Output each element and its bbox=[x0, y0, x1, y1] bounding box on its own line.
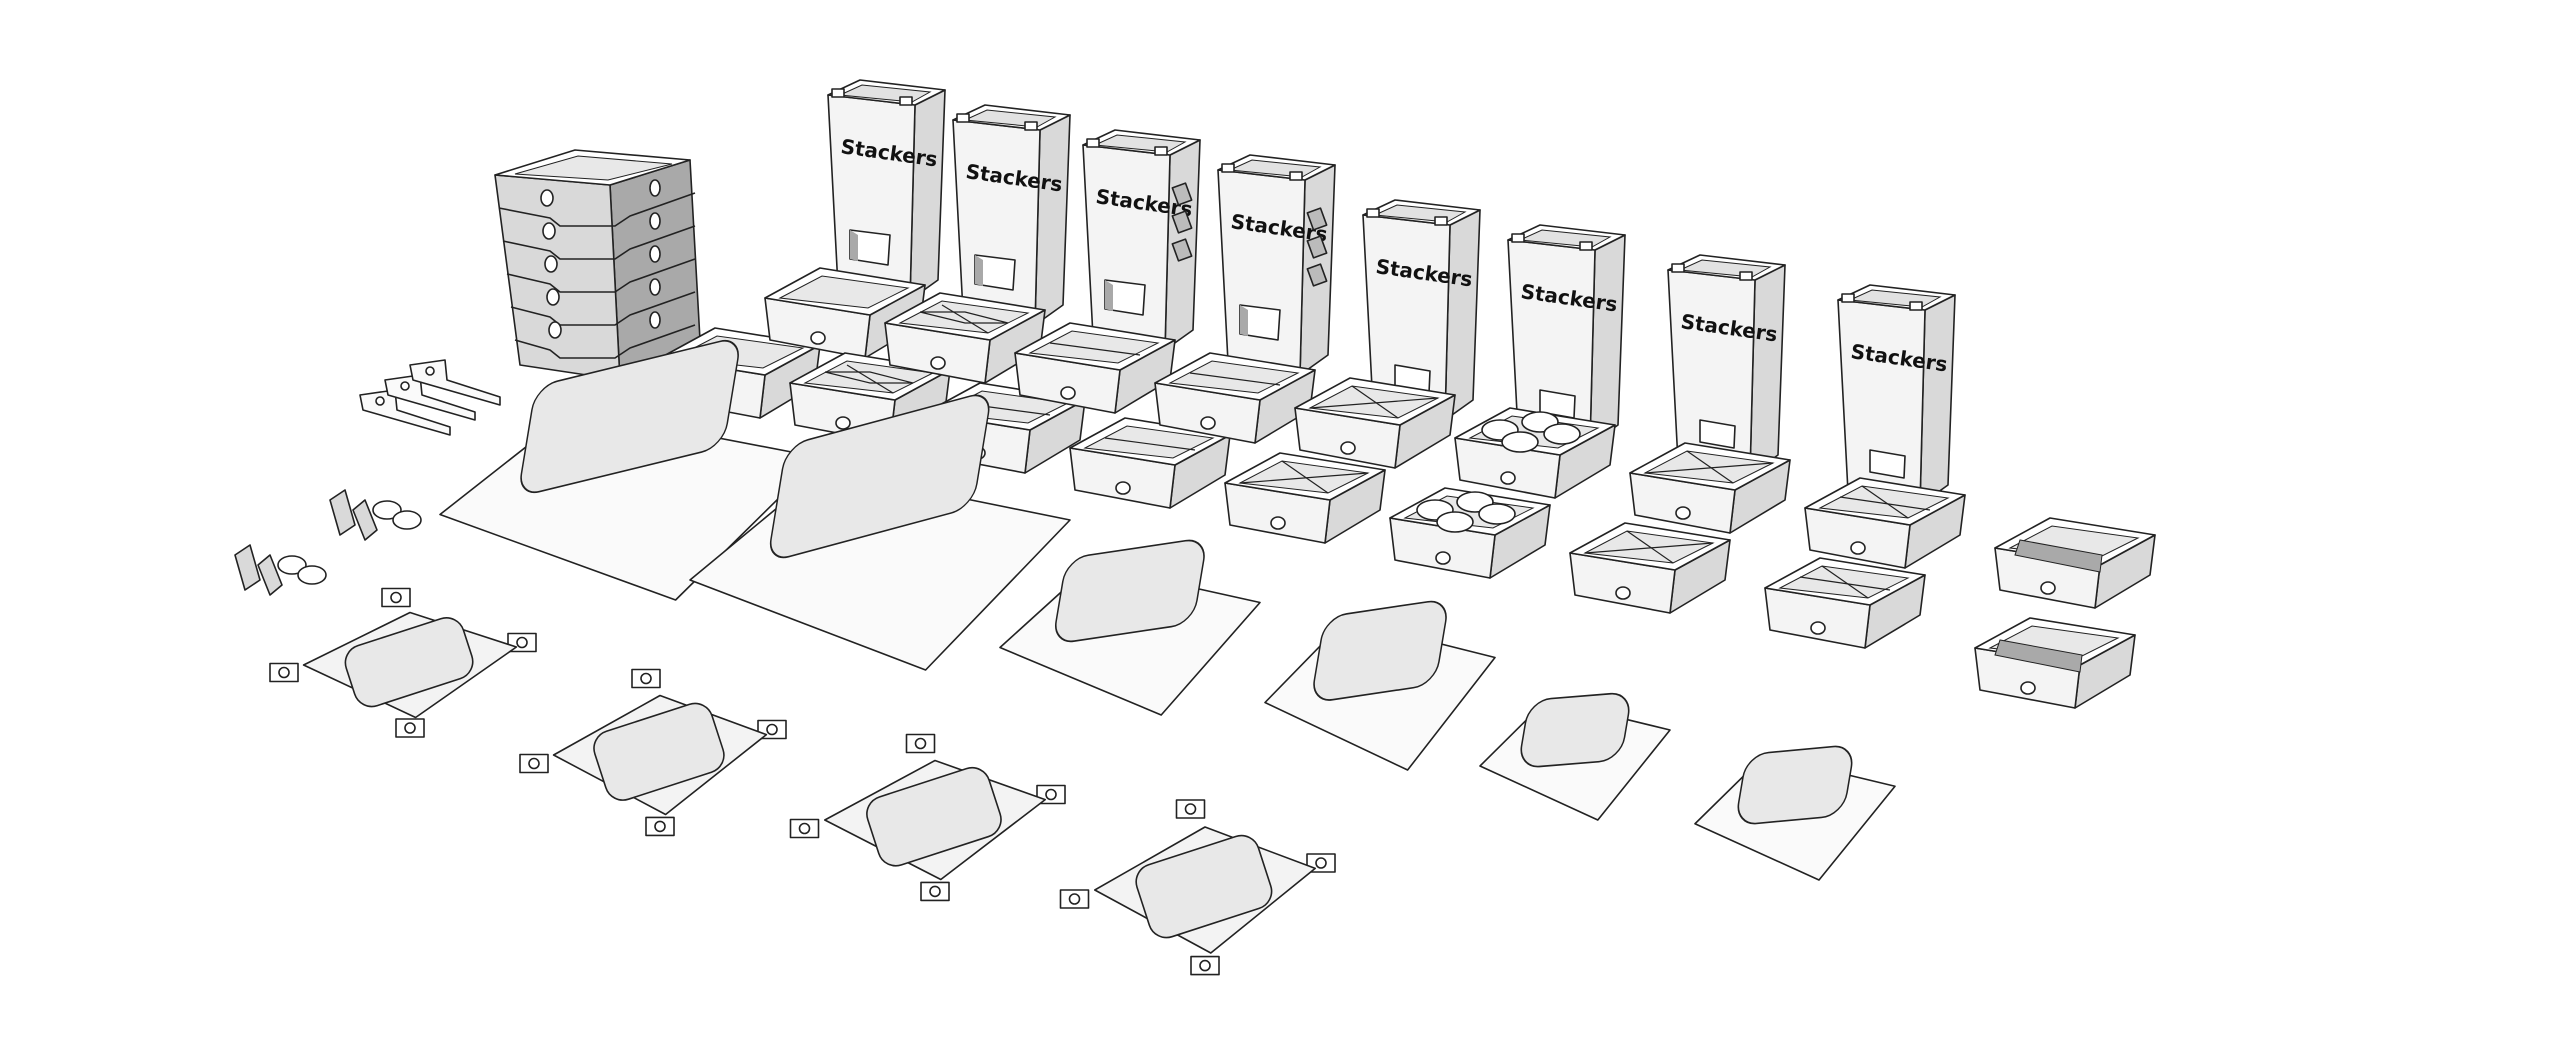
tabbed-lid bbox=[1059, 799, 1350, 980]
four-grid-box bbox=[1760, 550, 1930, 660]
stackers-tower: Stackers bbox=[1830, 280, 1960, 510]
tabbed-lid bbox=[789, 733, 1080, 905]
two-slot-box bbox=[1065, 410, 1235, 520]
large-lid bbox=[689, 394, 1071, 671]
medium-lid bbox=[999, 539, 1261, 716]
four-grid-box bbox=[1800, 470, 1970, 580]
diamond-divider-box bbox=[880, 285, 1050, 395]
small-lid bbox=[1694, 745, 1896, 881]
stackers-tower: Stackers bbox=[1355, 195, 1485, 425]
clip-pair bbox=[230, 540, 330, 600]
stackers-tower: Stackers bbox=[945, 100, 1075, 330]
two-slot-box bbox=[1150, 345, 1320, 455]
medium-lid bbox=[1264, 600, 1496, 771]
stackers-tower: Stackers bbox=[1210, 150, 1340, 380]
four-cup-box bbox=[1450, 400, 1620, 510]
x-divider-box bbox=[1625, 435, 1795, 545]
stackers-tower: Stackers bbox=[1500, 220, 1630, 450]
large-lid bbox=[439, 339, 821, 601]
two-slot-box bbox=[1010, 315, 1180, 425]
wedge-tray-box bbox=[1970, 610, 2140, 720]
small-lid bbox=[1479, 692, 1671, 821]
stacked-box-column bbox=[490, 149, 701, 390]
x-divider-box bbox=[1565, 515, 1735, 625]
stackers-tower: Stackers bbox=[1660, 250, 1790, 480]
four-cup-box bbox=[1385, 480, 1555, 590]
bracket-set bbox=[355, 335, 501, 445]
pyramid-box bbox=[1290, 370, 1460, 480]
pyramid-box bbox=[1220, 445, 1390, 555]
tabbed-lid bbox=[519, 668, 800, 840]
wedge-tray-box bbox=[1990, 510, 2160, 620]
clip-pair bbox=[325, 485, 425, 545]
stackers-tower: Stackers bbox=[820, 75, 950, 305]
tabbed-lid bbox=[269, 587, 550, 740]
